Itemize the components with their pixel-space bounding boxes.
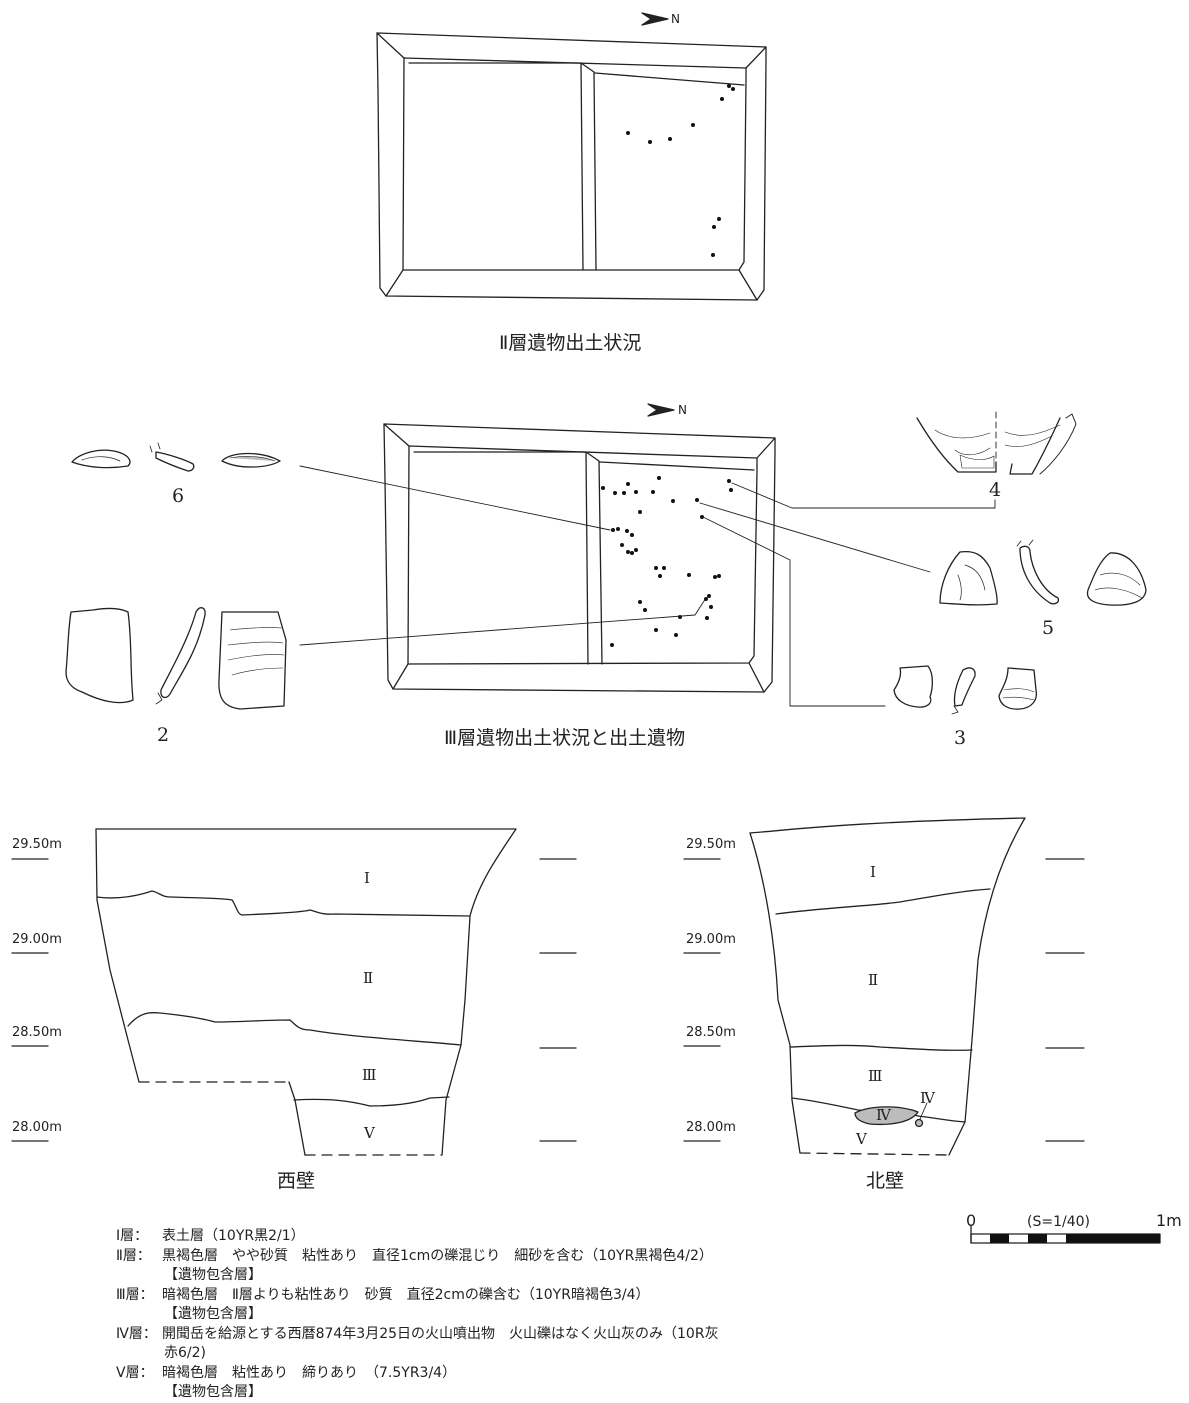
legend-sub: 【遺物包含層】 xyxy=(164,1384,262,1400)
west-elev-2950: 29.50m xyxy=(12,837,62,852)
west-layer-2: Ⅱ xyxy=(363,969,373,987)
scale-start-label: 0 xyxy=(966,1211,976,1230)
legend-sub: 【遺物包含層】 xyxy=(164,1267,262,1283)
scale-end-label: 1m xyxy=(1156,1211,1182,1230)
west-elev-2850: 28.50m xyxy=(12,1025,62,1040)
top-plan-drawing xyxy=(376,32,767,301)
top-plan-caption: Ⅱ層遺物出土状況 xyxy=(499,332,641,354)
top-north-label: N xyxy=(671,12,680,26)
mid-plan-caption: Ⅲ層遺物出土状況と出土遺物 xyxy=(444,727,685,749)
north-layer-4-callout: Ⅳ xyxy=(920,1089,936,1107)
north-layer-1: Ⅰ xyxy=(870,863,876,881)
west-layer-1: Ⅰ xyxy=(364,869,370,887)
legend-text: 黒褐色層 やや砂質 粘性あり 直径1cmの礫混じり 細砂を含む（10YR黒褐色4… xyxy=(162,1247,713,1264)
north-wall-caption: 北壁 xyxy=(866,1170,904,1192)
artifact-number-4: 4 xyxy=(989,479,1001,501)
mid-plan-artifact-dots xyxy=(601,476,733,647)
west-wall-caption: 西壁 xyxy=(277,1170,315,1192)
north-arrow-icon xyxy=(647,403,675,417)
artifact-2-drawing xyxy=(65,607,287,710)
legend-key: Ⅰ層： xyxy=(116,1228,149,1244)
legend-sub: 赤6/2) xyxy=(164,1345,206,1361)
west-layer-3: Ⅲ xyxy=(362,1066,376,1084)
north-elev-2800: 28.00m xyxy=(686,1120,736,1135)
artifact-number-2: 2 xyxy=(157,724,169,746)
west-elevation-ticks xyxy=(11,858,577,1142)
north-layer-2: Ⅱ xyxy=(868,971,878,989)
scale-ratio-label: (S=1/40) xyxy=(1027,1214,1090,1230)
legend-row-5: Ⅴ層： 暗褐色層 粘性あり 締りあり （7.5YR3/4） xyxy=(116,1364,719,1384)
artifact-number-5: 5 xyxy=(1042,617,1054,639)
legend-text: 暗褐色層 Ⅱ層よりも粘性あり 砂質 直径2cmの礫含む（10YR暗褐色3/4） xyxy=(162,1286,650,1303)
legend-key: Ⅲ層： xyxy=(116,1286,154,1303)
legend-key: Ⅳ層： xyxy=(116,1325,157,1342)
legend-key: Ⅱ層： xyxy=(116,1247,151,1264)
legend-row-4: Ⅳ層： 開聞岳を給源とする西暦874年3月25日の火山噴出物 火山礫はなく火山灰… xyxy=(116,1325,719,1345)
north-elev-2850: 28.50m xyxy=(686,1025,736,1040)
legend-text: 暗褐色層 粘性あり 締りあり （7.5YR3/4） xyxy=(162,1364,457,1381)
west-elev-2800: 28.00m xyxy=(12,1120,62,1135)
north-elev-2900: 29.00m xyxy=(686,932,736,947)
west-wall-section xyxy=(95,828,517,1156)
scale-bar xyxy=(970,1224,1161,1244)
mid-plan-drawing xyxy=(383,423,776,693)
artifact-3-drawing xyxy=(893,665,1038,715)
north-layer-4-inner: Ⅳ xyxy=(876,1106,892,1124)
north-elevation-ticks xyxy=(683,858,1085,1142)
artifact-5-drawing xyxy=(939,539,1147,606)
artifact-number-6: 6 xyxy=(172,485,184,507)
west-layer-5: Ⅴ xyxy=(363,1124,376,1142)
artifact-number-3: 3 xyxy=(954,727,966,749)
top-plan-artifact-dots xyxy=(626,84,735,257)
legend-row-1: Ⅰ層： 表土層（10YR黒2/1） xyxy=(116,1227,719,1247)
artifact-4-drawing xyxy=(916,411,1077,475)
layer-legend: Ⅰ層： 表土層（10YR黒2/1） Ⅱ層： 黒褐色層 やや砂質 粘性あり 直径1… xyxy=(116,1227,719,1403)
west-elev-2900: 29.00m xyxy=(12,932,62,947)
legend-text: 表土層（10YR黒2/1） xyxy=(162,1228,305,1244)
north-layer-3: Ⅲ xyxy=(868,1067,882,1085)
artifact-6-drawing xyxy=(71,442,281,472)
legend-text: 開聞岳を給源とする西暦874年3月25日の火山噴出物 火山礫はなく火山灰のみ（1… xyxy=(162,1325,719,1342)
north-wall-section xyxy=(749,817,1026,1156)
north-elev-2950: 29.50m xyxy=(686,837,736,852)
legend-row-2: Ⅱ層： 黒褐色層 やや砂質 粘性あり 直径1cmの礫混じり 細砂を含む（10YR… xyxy=(116,1247,719,1267)
legend-sub: 【遺物包含層】 xyxy=(164,1306,262,1322)
legend-key: Ⅴ層： xyxy=(116,1364,154,1381)
north-arrow-icon xyxy=(641,12,669,26)
north-layer-5: Ⅴ xyxy=(855,1130,868,1148)
mid-north-label: N xyxy=(678,403,687,417)
leader-lines xyxy=(299,465,996,707)
legend-row-3: Ⅲ層： 暗褐色層 Ⅱ層よりも粘性あり 砂質 直径2cmの礫含む（10YR暗褐色3… xyxy=(116,1286,719,1306)
